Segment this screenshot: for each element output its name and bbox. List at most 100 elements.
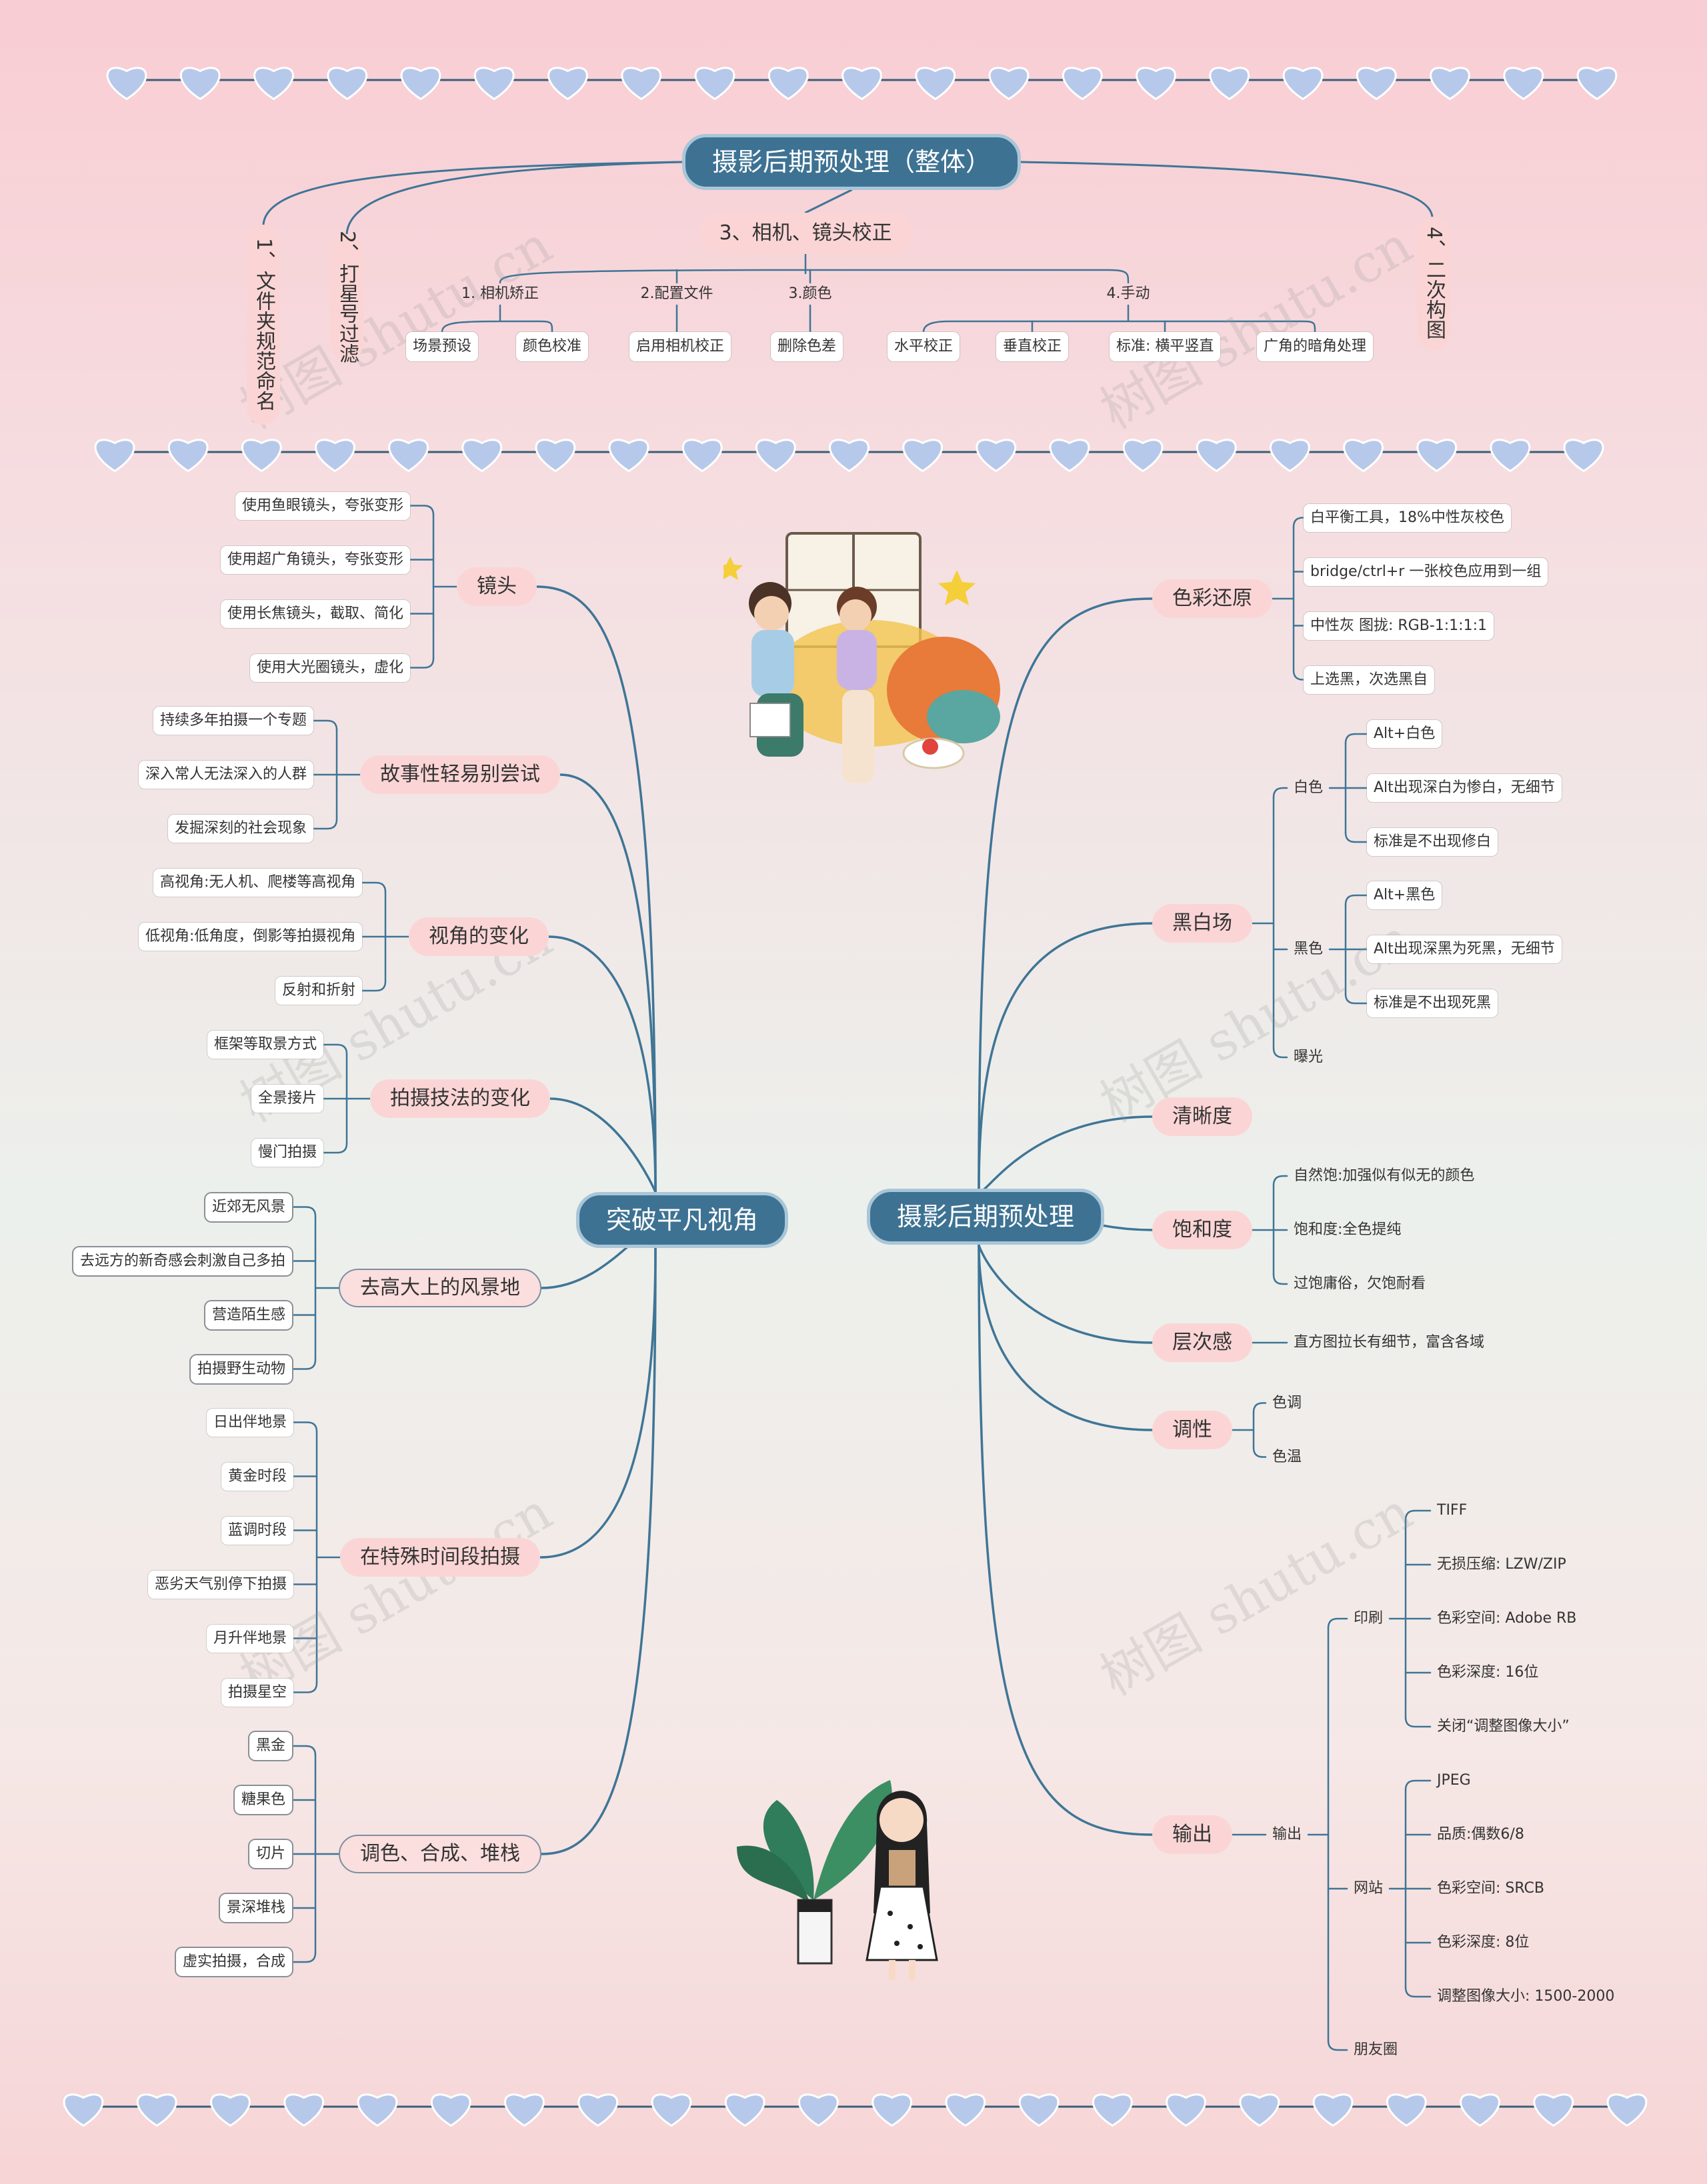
step-node-3[interactable]: 3、相机、镜头校正 [699,213,912,254]
left-leaf-5-0[interactable]: 日出伴地景 [207,1408,294,1437]
tone-leaf-1[interactable]: 色温 [1272,1448,1302,1465]
print-leaf-4[interactable]: 关闭“调整图像大小” [1437,1718,1570,1735]
left-leaf-0-2[interactable]: 使用长焦镜头，截取、简化 [221,599,411,628]
top-leaf-manual-3[interactable]: 广角的暗角处理 [1257,332,1374,361]
left-leaf-1-0[interactable]: 持续多年拍摄一个专题 [153,707,314,735]
web-leaf-3[interactable]: 色彩深度: 8位 [1437,1934,1530,1951]
left-leaf-5-5[interactable]: 拍摄星空 [221,1678,294,1707]
left-leaf-3-2[interactable]: 慢门拍摄 [251,1139,324,1167]
left-leaf-3-1[interactable]: 全景接片 [251,1085,324,1113]
top-leaf-manual-0[interactable]: 水平校正 [888,332,960,361]
output-sub-node[interactable]: 输出 [1272,1826,1302,1843]
exposure-node[interactable]: 曝光 [1294,1049,1324,1065]
left-leaf-4-3[interactable]: 拍摄野生动物 [191,1355,293,1383]
left-leaf-6-3[interactable]: 景深堆栈 [220,1894,293,1922]
tone-leaf-0[interactable]: 色调 [1272,1394,1302,1411]
color-restore-leaf-3[interactable]: 上选黑，次选黑自 [1304,665,1435,694]
connector-line [978,922,1154,1190]
left-leaf-0-1[interactable]: 使用超广角镜头，夸张变形 [221,545,411,574]
left-leaf-6-4[interactable]: 虚实拍摄，合成 [176,1948,293,1976]
saturation-leaf-1[interactable]: 饱和度:全色提纯 [1294,1221,1402,1238]
step-node-2[interactable]: 2、打星号过滤 [329,231,363,364]
white-node[interactable]: 白色 [1294,779,1324,796]
right-branch-clarity[interactable]: 清晰度 [1152,1097,1252,1136]
black-leaf-1[interactable]: Alt出现深黑为死黑，无细节 [1367,935,1562,963]
top-leaf-1[interactable]: 颜色校准 [516,332,589,361]
right-branch-saturation[interactable]: 饱和度 [1152,1211,1252,1249]
left-leaf-5-4[interactable]: 月升伴地景 [207,1624,294,1653]
step-node-1[interactable]: 1、文件夹规范命名 [246,225,280,425]
top-leaf-manual-2[interactable]: 标准: 横平竖直 [1110,332,1221,361]
left-branch-5[interactable]: 在特殊时间段拍摄 [340,1538,540,1577]
color-restore-leaf-1[interactable]: bridge/ctrl+r 一张校色应用到一组 [1304,557,1548,586]
white-leaf-0[interactable]: Alt+白色 [1367,720,1442,748]
right-branch-output[interactable]: 输出 [1152,1815,1232,1854]
left-leaf-6-2[interactable]: 切片 [249,1840,293,1868]
left-branch-0[interactable]: 镜头 [457,567,537,606]
left-leaf-4-0[interactable]: 近郊无风景 [205,1193,293,1221]
group-label-3[interactable]: 3.颜色 [788,285,832,302]
moments-node[interactable]: 朋友圈 [1354,2041,1398,2058]
left-leaf-0-3[interactable]: 使用大光圈镜头，虚化 [250,653,411,682]
white-leaf-2[interactable]: 标准是不出现修白 [1367,828,1498,856]
left-leaf-0-0[interactable]: 使用鱼眼镜头，夸张变形 [235,491,411,520]
right-branch-layers[interactable]: 层次感 [1152,1323,1252,1362]
web-leaf-2[interactable]: 色彩空间: SRCB [1437,1880,1545,1897]
left-leaf-3-0[interactable]: 框架等取景方式 [207,1031,324,1059]
heart-icon [755,439,796,473]
heart-icon [651,2093,692,2127]
left-leaf-2-1[interactable]: 低视角:低角度，倒影等拍摄视角 [139,923,363,951]
right-hub-node[interactable]: 摄影后期预处理 [867,1189,1105,1245]
print-leaf-3[interactable]: 色彩深度: 16位 [1437,1664,1539,1681]
left-leaf-2-2[interactable]: 反射和折射 [275,977,363,1005]
print-leaf-2[interactable]: 色彩空间: Adobe RB [1437,1610,1577,1627]
left-leaf-4-1[interactable]: 去远方的新奇感会刺激自己多拍 [73,1247,293,1275]
right-branch-color-restore[interactable]: 色彩还原 [1152,579,1272,618]
web-leaf-1[interactable]: 品质:偶数6/8 [1437,1826,1524,1843]
heart-icon [1606,2093,1648,2127]
right-branch-black-white[interactable]: 黑白场 [1152,904,1252,943]
black-leaf-0[interactable]: Alt+黑色 [1367,881,1442,909]
color-restore-leaf-0[interactable]: 白平衡工具，18%中性灰校色 [1304,503,1511,532]
left-branch-2[interactable]: 视角的变化 [409,917,549,956]
saturation-leaf-0[interactable]: 自然饱:加强似有似无的颜色 [1294,1167,1475,1184]
print-leaf-0[interactable]: TIFF [1437,1502,1468,1519]
left-leaf-1-1[interactable]: 深入常人无法深入的人群 [139,761,314,789]
top-title-node[interactable]: 摄影后期预处理（整体） [682,134,1022,190]
right-branch-tone[interactable]: 调性 [1152,1411,1232,1449]
web-leaf-0[interactable]: JPEG [1437,1772,1471,1789]
web-node[interactable]: 网站 [1354,1880,1384,1897]
group-label-1[interactable]: 1. 相机矫正 [461,285,539,302]
heart-icon [1092,2093,1133,2127]
left-leaf-5-1[interactable]: 黄金时段 [221,1462,294,1491]
left-leaf-2-0[interactable]: 高视角:无人机、爬楼等高视角 [153,869,363,897]
step-node-4[interactable]: 4、二次构图 [1416,217,1450,350]
left-branch-3[interactable]: 拍摄技法的变化 [370,1079,550,1118]
left-branch-6[interactable]: 调色、合成、堆栈 [339,1835,541,1873]
black-leaf-2[interactable]: 标准是不出现死黑 [1367,989,1498,1017]
web-leaf-4[interactable]: 调整图像大小: 1500-2000 [1437,1988,1615,2005]
left-leaf-5-3[interactable]: 恶劣天气别停下拍摄 [148,1570,294,1599]
print-leaf-1[interactable]: 无损压缩: LZW/ZIP [1437,1556,1566,1573]
saturation-leaf-2[interactable]: 过饱庸俗，欠饱耐看 [1294,1275,1426,1292]
left-leaf-4-2[interactable]: 营造陌生感 [205,1301,293,1329]
white-leaf-1[interactable]: Alt出现深白为惨白，无细节 [1367,774,1562,802]
group-label-2[interactable]: 2.配置文件 [640,285,713,302]
left-leaf-6-0[interactable]: 黑金 [249,1732,293,1760]
black-node[interactable]: 黑色 [1294,941,1324,957]
left-branch-4[interactable]: 去高大上的风景地 [339,1269,541,1307]
print-node[interactable]: 印刷 [1354,1610,1384,1627]
top-leaf-color[interactable]: 删除色差 [771,332,843,361]
left-leaf-6-1[interactable]: 糖果色 [235,1786,293,1814]
left-hub-node[interactable]: 突破平凡视角 [576,1192,789,1248]
top-leaf-camera-fix[interactable]: 启用相机校正 [629,332,731,361]
group-label-4[interactable]: 4.手动 [1106,285,1150,302]
left-leaf-1-2[interactable]: 发掘深刻的社会现象 [168,815,314,843]
color-restore-leaf-2[interactable]: 中性灰 图拢: RGB-1:1:1:1 [1304,611,1494,640]
heart-icon [1209,67,1250,101]
top-leaf-manual-1[interactable]: 垂直校正 [996,332,1069,361]
left-leaf-5-2[interactable]: 蓝调时段 [221,1516,294,1545]
top-leaf-0[interactable]: 场景预设 [406,332,479,361]
left-branch-1[interactable]: 故事性轻易别尝试 [360,755,560,794]
layers-leaf[interactable]: 直方图拉长有细节，富含各域 [1294,1334,1485,1351]
